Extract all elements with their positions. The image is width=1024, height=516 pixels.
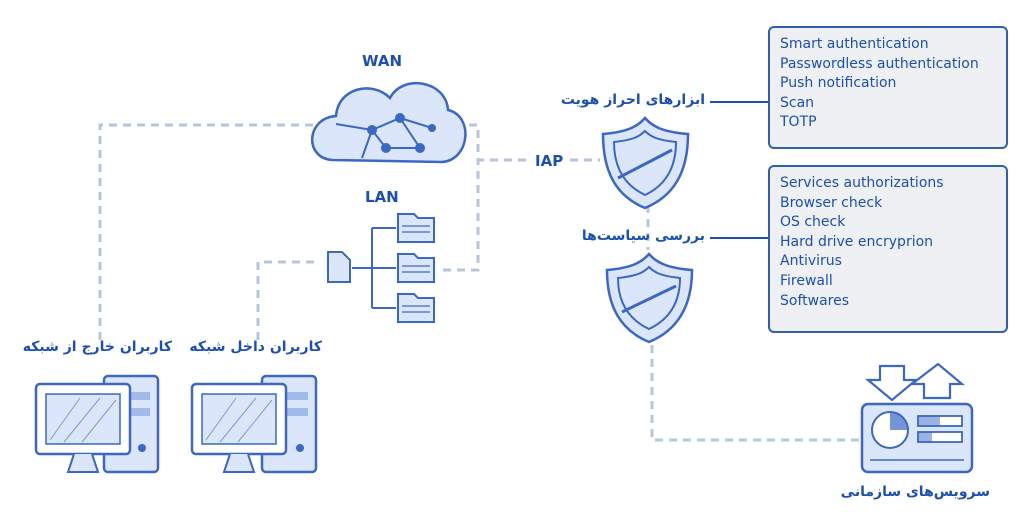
connector-external-users bbox=[98, 123, 315, 340]
auth-tools-label: ابزارهای احراز هویت bbox=[560, 92, 705, 108]
list-item: OS check bbox=[780, 214, 846, 231]
external-users-label: کاربران خارج از شبکه bbox=[22, 339, 172, 355]
policy-checks-panel: Services authorizations Browser check OS… bbox=[768, 165, 1008, 333]
lan-label: LAN bbox=[365, 188, 399, 206]
wan-label: WAN bbox=[362, 52, 403, 70]
auth-methods-list: Smart authentication Passwordless authen… bbox=[780, 35, 996, 133]
folder-tree-icon bbox=[352, 213, 435, 323]
list-item: Scan bbox=[780, 94, 815, 111]
list-item: Smart authentication bbox=[780, 36, 929, 52]
policy-check-label: بررسی سیاست‌ها bbox=[581, 228, 705, 244]
shield-icon bbox=[605, 252, 694, 344]
iap-label: IAP bbox=[533, 152, 566, 170]
org-services-label: سرویس‌های سازمانی bbox=[840, 484, 990, 500]
list-item: Passwordless authentication bbox=[780, 55, 979, 72]
dashboard-upload-download-icon bbox=[860, 362, 974, 474]
shield-icon bbox=[601, 116, 690, 210]
document-icon bbox=[327, 251, 351, 283]
policy-checks-list: Services authorizations Browser check OS… bbox=[780, 174, 996, 311]
list-item: Softwares bbox=[780, 292, 850, 309]
auth-methods-panel: Smart authentication Passwordless authen… bbox=[768, 26, 1008, 149]
list-item: Push notification bbox=[780, 75, 897, 92]
desktop-computer-icon bbox=[190, 374, 318, 474]
cloud-network-icon bbox=[311, 82, 467, 164]
list-item: TOTP bbox=[780, 114, 817, 131]
connector-wan-iap bbox=[455, 123, 530, 162]
list-item: Antivirus bbox=[780, 253, 842, 270]
connector-internal-users bbox=[256, 260, 320, 340]
dashed-connectors bbox=[98, 123, 862, 442]
list-item: Hard drive encryprion bbox=[780, 233, 934, 250]
list-item: Services authorizations bbox=[780, 175, 944, 191]
panel-pointers bbox=[710, 101, 768, 239]
connector-services bbox=[650, 345, 862, 442]
list-item: Browser check bbox=[780, 194, 883, 211]
desktop-computer-icon bbox=[34, 374, 160, 474]
internal-users-label: کاربران داخل شبکه bbox=[189, 339, 322, 355]
list-item: Firewall bbox=[780, 272, 833, 289]
connector-lan-iap bbox=[443, 160, 480, 272]
